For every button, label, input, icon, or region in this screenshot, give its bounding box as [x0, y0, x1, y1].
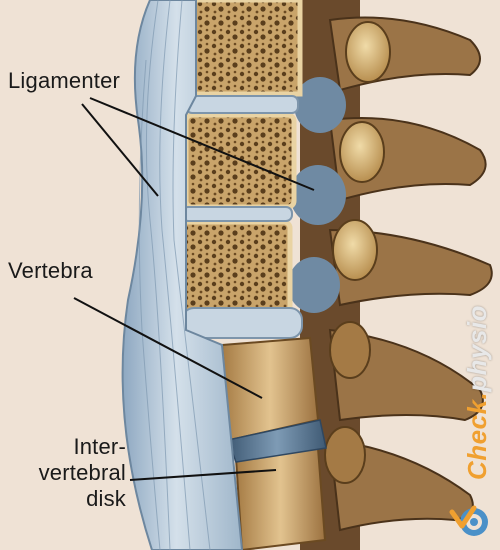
ligamenter-label: Ligamenter [8, 68, 121, 93]
brand-wordmark: Check.physio [462, 305, 493, 480]
disk-label-line-2: vertebral [38, 460, 126, 485]
intervertebral-disk-label: Inter- vertebral disk [26, 434, 126, 512]
ligament-fibers [138, 0, 211, 550]
disk-label-line-1: Inter- [73, 434, 126, 459]
brand-part-check: Check. [462, 391, 492, 480]
vertebra-label: Vertebra [8, 258, 93, 283]
facet-joints [324, 21, 391, 484]
vertebra-bodies [220, 336, 327, 550]
anterior-ligament [121, 0, 244, 550]
checkphysio-logo-icon [449, 505, 488, 536]
brand-part-physio: physio [462, 304, 492, 392]
leader-lines [73, 97, 315, 481]
foramen-tissue [288, 77, 346, 313]
disk-sections [181, 95, 303, 339]
disk-label-line-3: disk [86, 486, 126, 511]
vertebra-sections [179, 0, 303, 315]
